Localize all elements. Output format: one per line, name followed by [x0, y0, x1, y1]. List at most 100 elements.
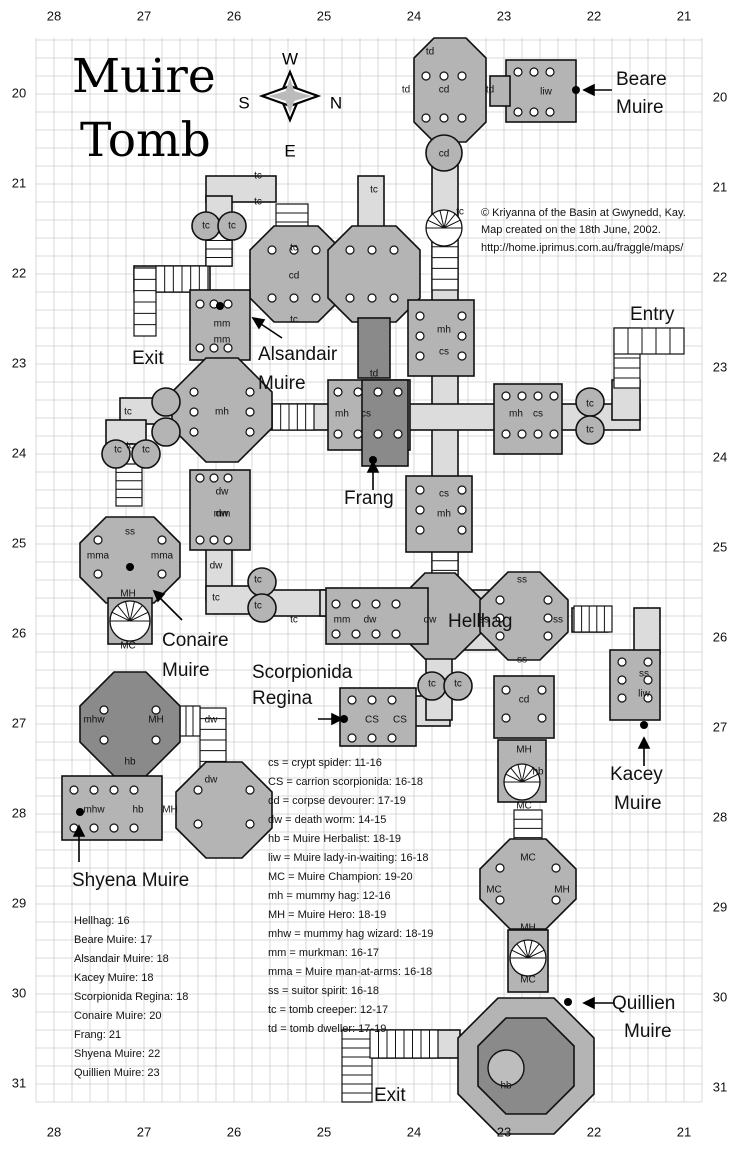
pillar-icon [537, 713, 547, 723]
pillar-icon [537, 685, 547, 695]
grid-y-label: 29 [713, 899, 727, 914]
spiral-step [521, 773, 539, 783]
pillar-icon [373, 429, 383, 439]
pillar-icon [439, 71, 449, 81]
room-label: ss [517, 655, 527, 666]
pillar-icon [157, 535, 167, 545]
legend-entry: dw = death worm: 14-15 [268, 814, 386, 826]
grid-y-label: 24 [713, 449, 727, 464]
boss-marker-icon [126, 563, 134, 571]
grid-y-label: 26 [12, 625, 26, 640]
room-label: ss [125, 527, 135, 538]
room-label: cd [439, 149, 450, 160]
spiral-step [511, 949, 529, 959]
grid-x-label: 24 [407, 8, 421, 23]
spiral-step [111, 611, 131, 622]
pillar-icon [545, 67, 555, 77]
pillar-icon [495, 863, 505, 873]
grid-x-label: 27 [137, 1124, 151, 1139]
pillar-icon [457, 331, 467, 341]
pillar-icon [333, 429, 343, 439]
pillar-icon [415, 331, 425, 341]
room-label: MC [120, 641, 136, 652]
grid-x-label: 24 [407, 1124, 421, 1139]
room-label: td [426, 47, 434, 58]
callout-quillien-line2: Muire [624, 1021, 672, 1042]
room-label: mh [437, 325, 451, 336]
pillar-icon [109, 823, 119, 833]
credit-line: Map created on the 18th June, 2002. [481, 224, 661, 236]
chamber [175, 761, 273, 859]
spiral-step [129, 611, 149, 622]
credit-line: http://home.iprimus.com.au/fraggle/maps/ [481, 242, 684, 254]
room-label: tc [212, 593, 220, 604]
boss-marker-icon [572, 86, 580, 94]
pillar-icon [289, 293, 299, 303]
room-label: tc [202, 221, 210, 232]
room-label: tc [254, 197, 262, 208]
grid-y-label: 28 [713, 809, 727, 824]
pillar-icon [157, 569, 167, 579]
legend-entry: Beare Muire: 17 [74, 934, 152, 946]
altar-icon [487, 1049, 525, 1087]
pillar-icon [93, 569, 103, 579]
legend-entry: Alsandair Muire: 18 [74, 953, 169, 965]
callout-shyena: Shyena Muire [72, 870, 189, 891]
legend-entry: Frang: 21 [74, 1029, 121, 1041]
spiral-step [510, 767, 523, 783]
pillar-icon [347, 695, 357, 705]
legend-entry: cd = corpse devourer: 17-19 [268, 795, 406, 807]
callout-arrows [72, 83, 651, 1010]
alcove [247, 567, 277, 597]
chamber [609, 649, 661, 721]
pillar-icon [371, 599, 381, 609]
grid-y-label: 20 [713, 89, 727, 104]
room-label: tc [290, 243, 298, 254]
pillar-icon [549, 429, 559, 439]
spiral-step [117, 605, 131, 622]
room-label: hb [532, 767, 544, 778]
grid-y-label: 25 [12, 535, 26, 550]
room-label: cd [289, 271, 300, 282]
pillar-icon [501, 685, 511, 695]
pillar-icon [99, 735, 109, 745]
grid-y-label: 23 [12, 355, 26, 370]
room-label: MH [516, 745, 532, 756]
map-title-line2: Tomb [80, 113, 211, 168]
pillar-icon [415, 485, 425, 495]
room-label: liw [540, 87, 552, 98]
room-label: tc [290, 615, 298, 626]
spiral-step [439, 210, 445, 229]
boss-marker-icon [369, 456, 377, 464]
pillar-icon [371, 629, 381, 639]
room-label: hb [132, 805, 144, 816]
room-label: cd [519, 695, 530, 706]
corridor [489, 75, 511, 107]
pillar-icon [331, 629, 341, 639]
compass-n-label: N [330, 93, 342, 112]
legend-entry: mhw = mummy hag wizard: 18-19 [268, 928, 433, 940]
callout-scorpionida-line2: Regina [252, 688, 313, 709]
callout-scorpionida-line1: Scorpionida [252, 662, 353, 683]
grid-y-label: 29 [12, 895, 26, 910]
pillar-icon [151, 735, 161, 745]
room-label: dw [216, 509, 230, 520]
pillar-icon [457, 525, 467, 535]
room-label: hb [500, 1081, 512, 1092]
room-label: hb [124, 757, 136, 768]
legend-entry: mm = murkman: 16-17 [268, 947, 379, 959]
room-label: CS [393, 715, 407, 726]
grid-y-label: 22 [713, 269, 727, 284]
pillar-icon [391, 599, 401, 609]
pillar-icon [533, 391, 543, 401]
grid-y-labels-right: 20 21 22 23 24 25 26 27 28 29 30 31 [713, 89, 727, 1094]
chamber [477, 1017, 575, 1115]
room-label: dw [364, 615, 378, 626]
pillar-icon [69, 785, 79, 795]
grid-x-label: 22 [587, 1124, 601, 1139]
pillar-icon [517, 429, 527, 439]
legend-entry: liw = Muire lady-in-waiting: 16-18 [268, 852, 428, 864]
pillar-icon [501, 713, 511, 723]
pillar-icon [189, 407, 199, 417]
